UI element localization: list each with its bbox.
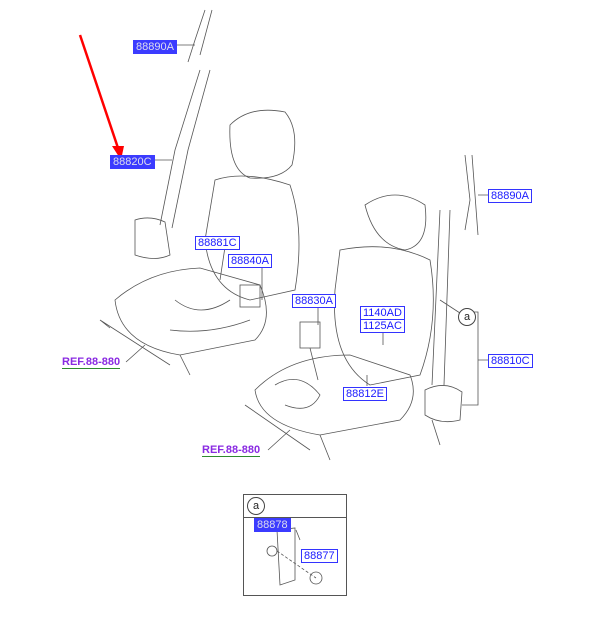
part-label-88877[interactable]: 88877 bbox=[301, 549, 338, 563]
red-arrow bbox=[78, 34, 124, 160]
part-label-88840A[interactable]: 88840A bbox=[228, 254, 272, 268]
part-label-88878[interactable]: 88878 bbox=[254, 518, 291, 532]
left-seatback bbox=[204, 175, 300, 301]
part-label-1125AC[interactable]: 1125AC bbox=[360, 319, 405, 333]
detail-callout-a: a bbox=[247, 497, 265, 515]
part-label-88830A[interactable]: 88830A bbox=[292, 294, 336, 308]
left-cushion bbox=[114, 267, 267, 356]
part-label-88810C[interactable]: 88810C bbox=[488, 354, 533, 368]
detail-box-a: a bbox=[243, 494, 347, 596]
part-label-1140AD[interactable]: 1140AD bbox=[360, 306, 405, 320]
right-cushion bbox=[254, 354, 414, 436]
part-label-88890A-right[interactable]: 88890A bbox=[488, 189, 532, 203]
part-label-88890A[interactable]: 88890A bbox=[133, 40, 177, 54]
callout-a: a bbox=[458, 308, 476, 326]
left-headrest bbox=[229, 109, 296, 179]
ref-link-88-880-2[interactable]: REF.88-880 bbox=[202, 444, 261, 457]
part-label-88820C[interactable]: 88820C bbox=[110, 155, 155, 169]
detail-box-header: a bbox=[244, 495, 346, 518]
right-headrest bbox=[364, 194, 427, 251]
right-seatback bbox=[334, 246, 434, 386]
ref-link-88-880[interactable]: REF.88-880 bbox=[62, 356, 121, 369]
part-label-88881C[interactable]: 88881C bbox=[195, 236, 240, 250]
part-label-88812E[interactable]: 88812E bbox=[343, 387, 387, 401]
